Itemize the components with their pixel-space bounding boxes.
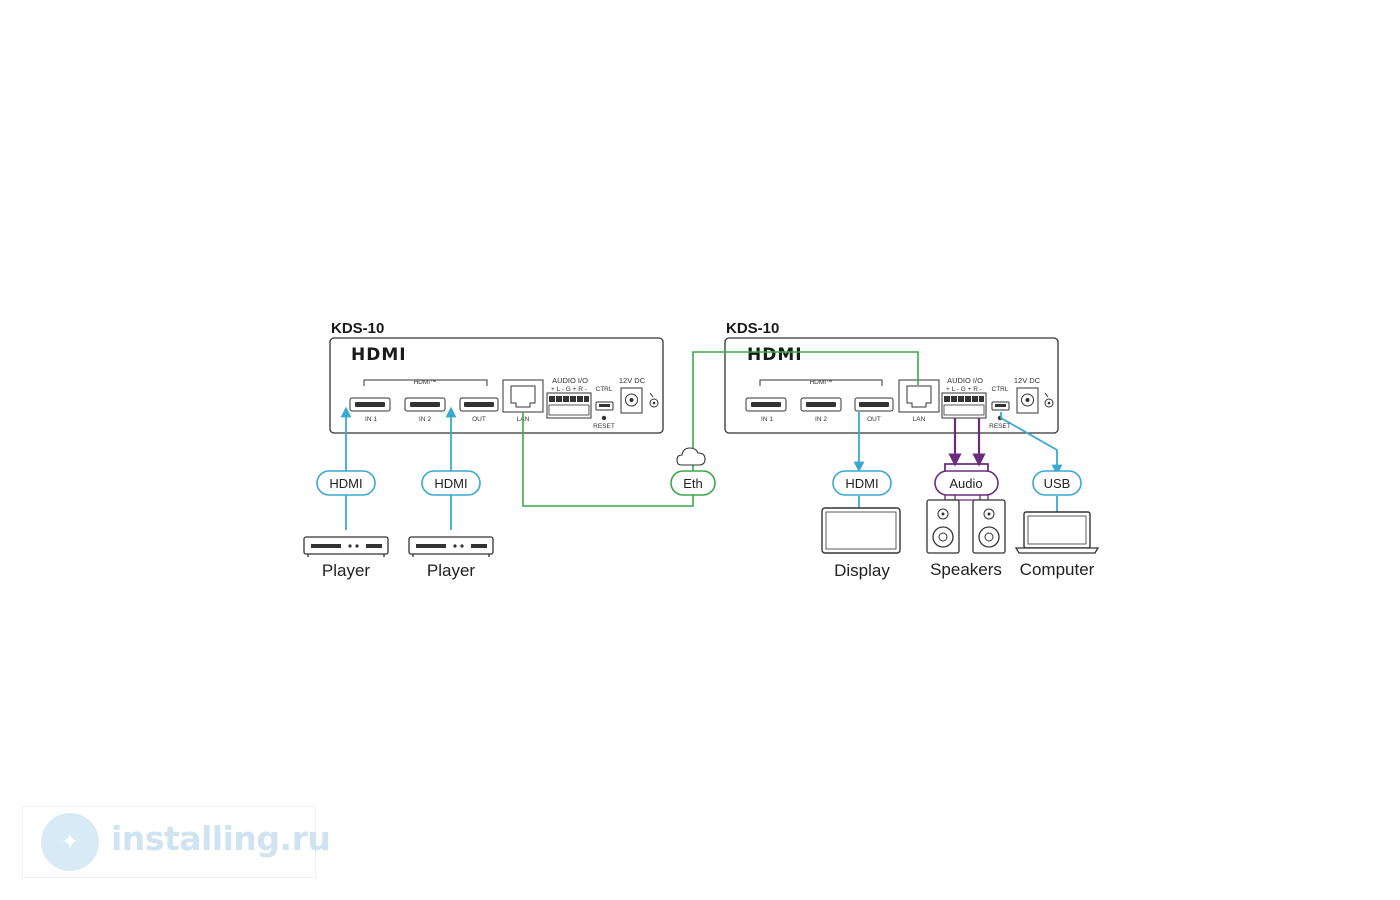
hdmi-group-bracket	[759, 379, 883, 386]
hdmi-logo: HDMI	[351, 345, 407, 365]
lan-label: LAN	[913, 416, 926, 423]
hdmi-group-label: HDMI™	[413, 379, 436, 386]
hdmi-connector-pill-1: HDMI	[316, 470, 376, 496]
hdmi-group-bracket	[363, 379, 488, 386]
watermark-logo-icon: ✦	[41, 813, 99, 871]
hdmi-out-port	[854, 397, 894, 412]
polarity-icon	[1044, 392, 1054, 408]
reset-label: RESET	[593, 423, 615, 430]
polarity-icon	[649, 392, 659, 408]
hdmi-connector-pill-2: HDMI	[421, 470, 481, 496]
hdmi-in2-port	[800, 397, 842, 412]
audio-terminal-block	[941, 392, 987, 419]
hdmi-out-port	[459, 397, 499, 412]
power-label: 12V DC	[1014, 376, 1041, 385]
audio-io-label: AUDIO I/O	[552, 376, 588, 385]
audio-io-label: AUDIO I/O	[947, 376, 983, 385]
svg-text:HDMI: HDMI	[434, 476, 467, 491]
device-title: KDS-10	[726, 320, 779, 337]
watermark: ✦ installing.ru	[22, 806, 331, 878]
speaker-icon	[926, 499, 960, 554]
watermark-text: installing.ru	[111, 819, 331, 858]
display-label: Display	[834, 561, 890, 580]
ctrl-label: CTRL	[992, 386, 1009, 393]
hdmi-in1-port	[745, 397, 787, 412]
kds10-device-left: KDS-10 HDMI HDMI™ IN 1 IN 2 OUT LAN AUDI…	[329, 320, 664, 434]
power-label: 12V DC	[619, 376, 646, 385]
svg-text:Audio: Audio	[949, 476, 982, 491]
in2-label: IN 2	[419, 416, 431, 423]
audio-pins-label: + L - G + R -	[946, 386, 982, 393]
hdmi-group-label: HDMI™	[809, 379, 832, 386]
player-icon	[408, 536, 494, 557]
ctrl-label: CTRL	[596, 386, 613, 393]
svg-text:HDMI: HDMI	[329, 476, 362, 491]
lan-port	[502, 379, 544, 413]
ethernet-cable-right	[692, 351, 919, 455]
in1-label: IN 1	[365, 416, 377, 423]
power-jack	[1016, 387, 1039, 414]
in1-label: IN 1	[761, 416, 773, 423]
power-jack	[620, 387, 643, 414]
audio-terminal-block	[546, 392, 592, 419]
computer-label: Computer	[1020, 560, 1095, 579]
lan-port	[898, 379, 940, 413]
out-label: OUT	[472, 416, 486, 423]
laptop-icon	[1014, 511, 1100, 554]
usb-cable	[1000, 412, 1063, 476]
hdmi-logo: HDMI	[747, 345, 803, 365]
player-label-2: Player	[427, 561, 476, 580]
display-icon	[821, 507, 901, 554]
eth-connector-pill: Eth	[670, 470, 716, 496]
cloud-icon	[676, 447, 706, 466]
player-label-1: Player	[322, 561, 371, 580]
in2-label: IN 2	[815, 416, 827, 423]
audio-pins-label: + L - G + R -	[551, 386, 587, 393]
svg-text:USB: USB	[1044, 476, 1071, 491]
kds10-device-right: KDS-10 HDMI HDMI™ IN 1 IN 2 OUT LAN AUDI…	[724, 320, 1059, 434]
reset-button	[601, 415, 607, 421]
audio-connector-pill: Audio	[934, 470, 999, 496]
hdmi-in1-port	[349, 397, 391, 412]
hdmi-out-connector-pill: HDMI	[832, 470, 892, 496]
speaker-icon	[972, 499, 1006, 554]
out-label: OUT	[867, 416, 881, 423]
speakers-label: Speakers	[930, 560, 1002, 579]
svg-text:HDMI: HDMI	[845, 476, 878, 491]
svg-text:Eth: Eth	[683, 476, 703, 491]
reset-label: RESET	[989, 423, 1011, 430]
hdmi-in2-port	[404, 397, 446, 412]
player-icon	[303, 536, 389, 557]
device-title: KDS-10	[331, 320, 384, 337]
usb-connector-pill: USB	[1032, 470, 1082, 496]
